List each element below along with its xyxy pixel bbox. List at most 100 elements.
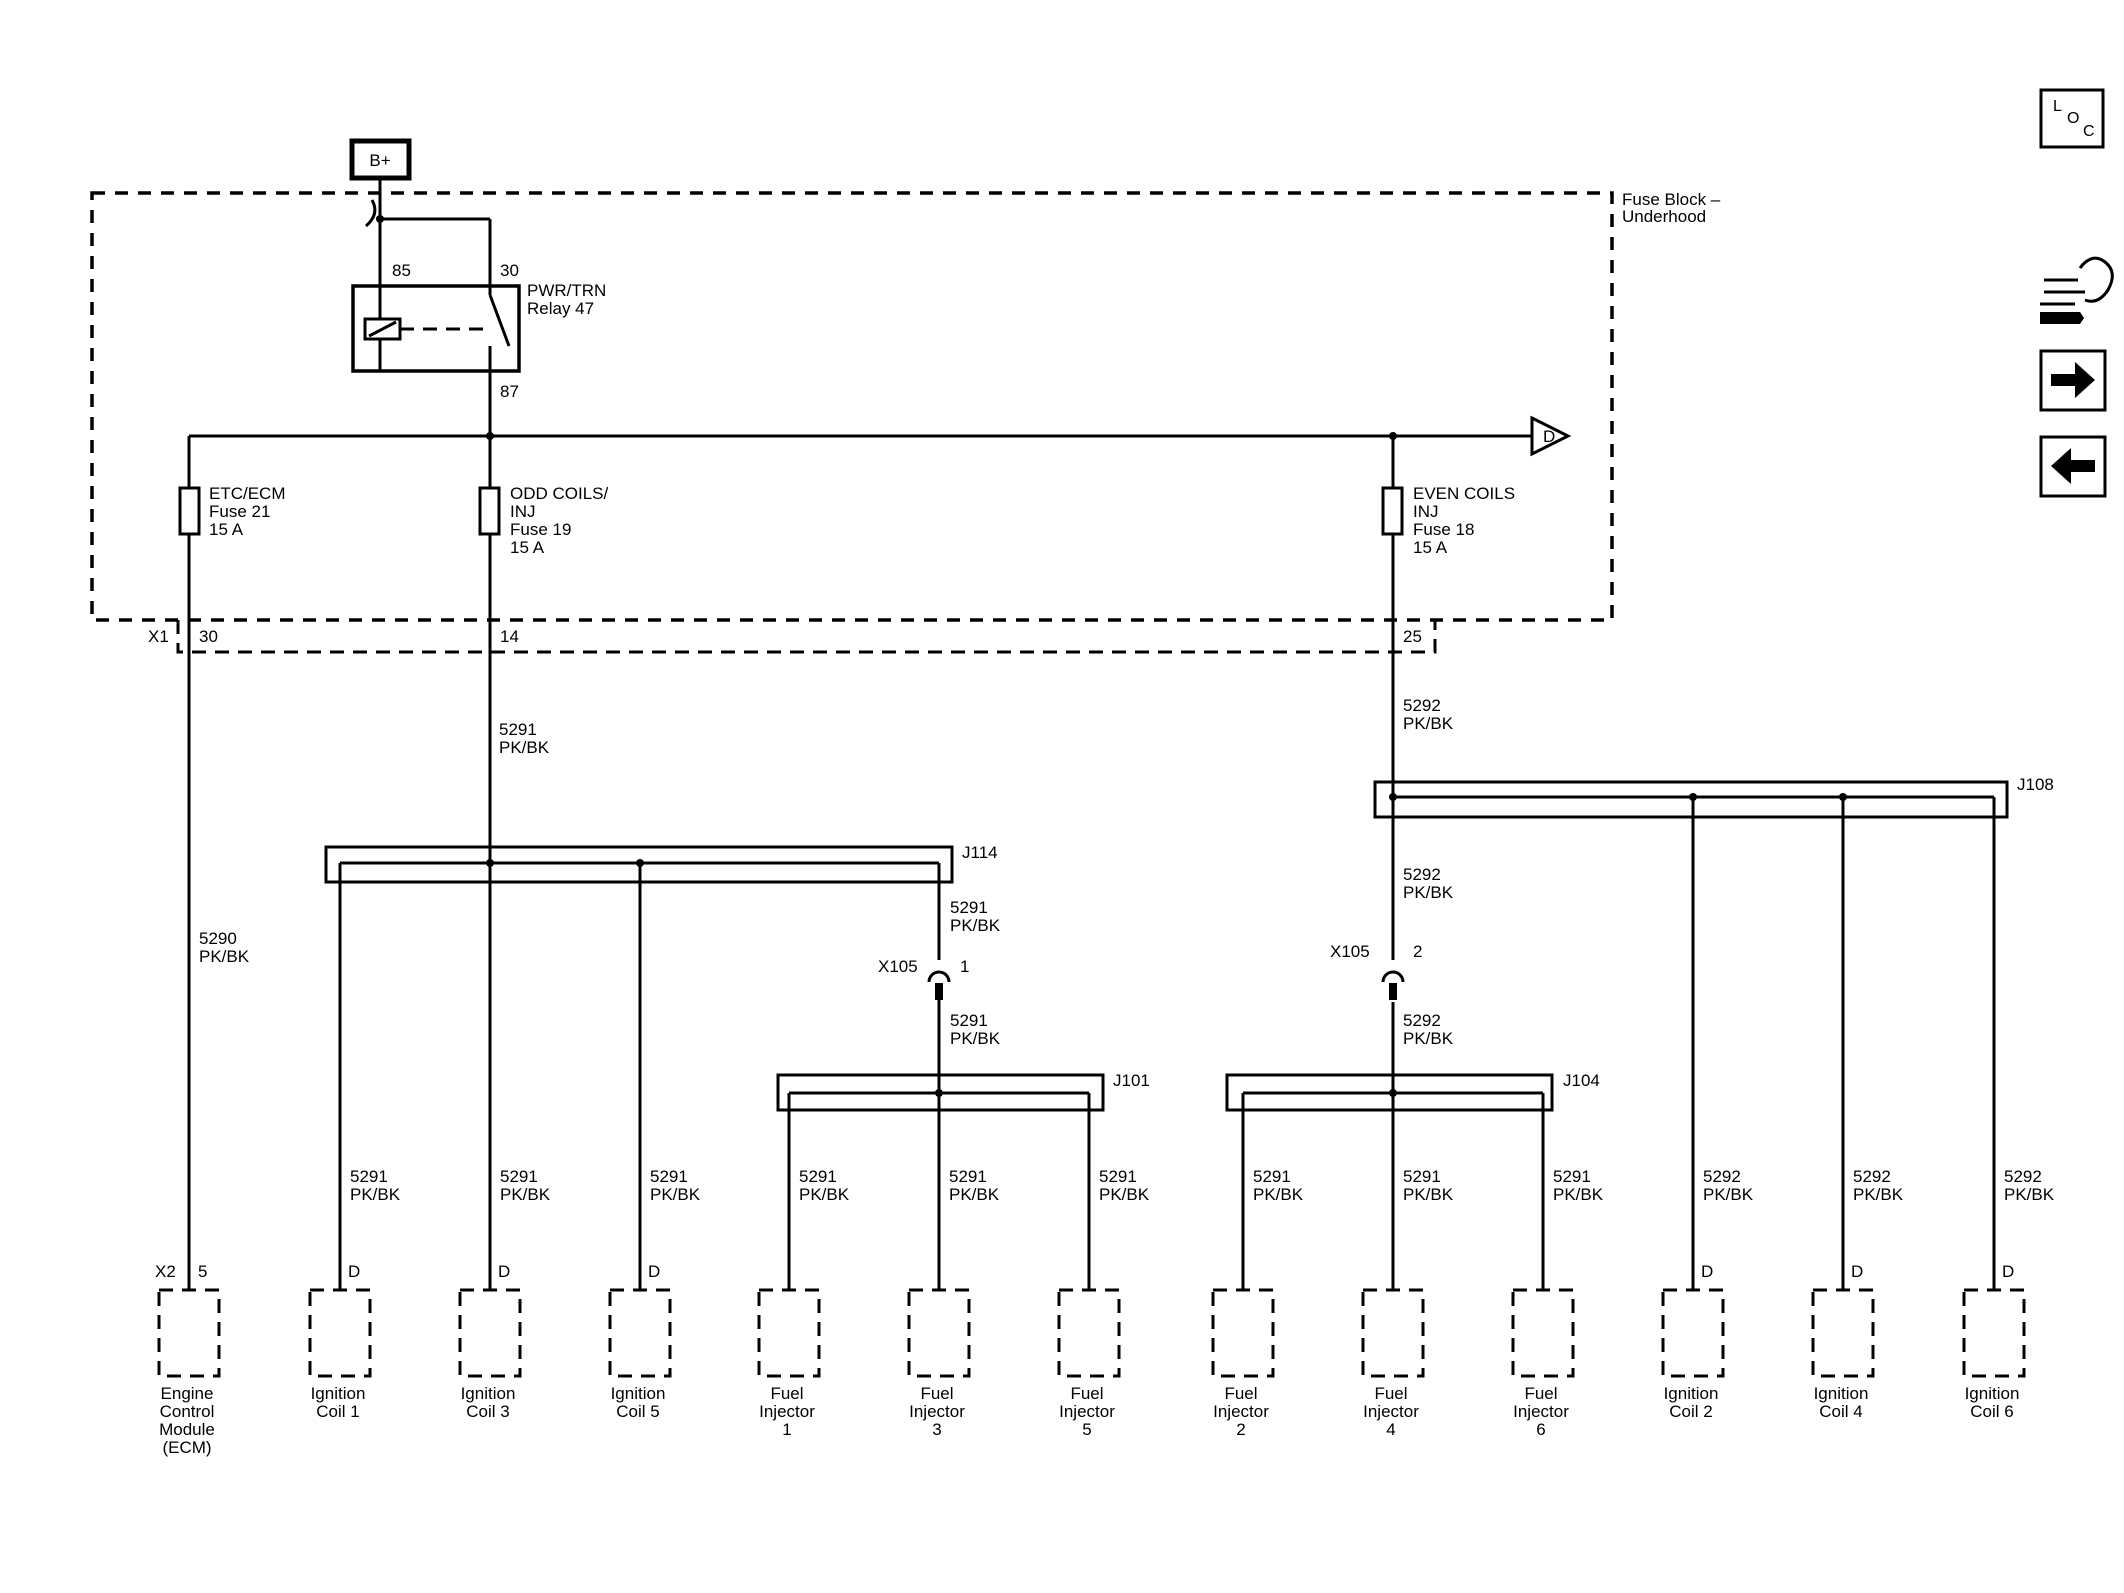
- component-box: [1211, 1288, 1275, 1378]
- fuse-21-line3: 15 A: [209, 520, 244, 539]
- wire-label-num: 5292: [1853, 1167, 1891, 1186]
- component-name-line: Ignition: [461, 1384, 516, 1403]
- component-name-line: 2: [1236, 1420, 1245, 1439]
- fuse-19-line1: ODD COILS/: [510, 484, 609, 503]
- branch-wire-labels: 5291PK/BK5291PK/BK5291PK/BK5291PK/BK5291…: [350, 1167, 2055, 1204]
- component-name-line: Control: [160, 1402, 215, 1421]
- component-box: [1661, 1288, 1725, 1378]
- loc-letter-l: L: [2053, 98, 2062, 115]
- wire-label-num: 5292: [1403, 1011, 1441, 1030]
- component-name-line: Ignition: [311, 1384, 366, 1403]
- component-locator-icon[interactable]: [2040, 256, 2114, 324]
- splice-j101: [776, 1073, 1105, 1290]
- component-name-line: Coil 3: [466, 1402, 509, 1421]
- splice-j114-label: J114: [962, 843, 998, 862]
- component-name-line: 6: [1536, 1420, 1545, 1439]
- fuse-19: [478, 486, 501, 536]
- offpage-connector-d-label: D: [1543, 427, 1555, 446]
- loc-letter-c: C: [2083, 123, 2095, 140]
- fuse-19-line3: Fuse 19: [510, 520, 571, 539]
- wire-label-color: PK/BK: [1253, 1185, 1304, 1204]
- wire-label-color: PK/BK: [1403, 714, 1454, 733]
- fuse-19-line2: INJ: [510, 502, 536, 521]
- component-box: [458, 1288, 522, 1378]
- fuse-19-line4: 15 A: [510, 538, 545, 557]
- wire-label-color: PK/BK: [1853, 1185, 1904, 1204]
- loc-button[interactable]: L O C: [2039, 88, 2105, 149]
- component-name-line: Coil 1: [316, 1402, 359, 1421]
- fuse-21: [178, 486, 201, 536]
- offpage-connector-d: [1530, 415, 1572, 457]
- component-box: [907, 1288, 971, 1378]
- x1-pin-25: 25: [1403, 627, 1422, 646]
- component-name-line: Injector: [909, 1402, 965, 1421]
- wire-label-color: PK/BK: [650, 1185, 701, 1204]
- component-name-line: Fuel: [1524, 1384, 1557, 1403]
- splice-j104: [1225, 1073, 1554, 1290]
- wire-label-num: 5291: [1253, 1167, 1291, 1186]
- component-name-line: 3: [932, 1420, 941, 1439]
- component-name-line: (ECM): [162, 1438, 211, 1457]
- connector-x2-label: X2: [155, 1262, 176, 1281]
- connector-x1-outline: [176, 620, 1437, 654]
- wire-label-color: PK/BK: [1403, 1185, 1454, 1204]
- pin-d-label: D: [648, 1262, 660, 1281]
- fuse-block-label-line1: Fuse Block –: [1622, 190, 1721, 209]
- fuse-18-line1: EVEN COILS: [1413, 484, 1515, 503]
- connector-x1-label: X1: [148, 627, 169, 646]
- component-name-line: Ignition: [1965, 1384, 2020, 1403]
- component-name-line: Injector: [1363, 1402, 1419, 1421]
- component-name-line: Coil 6: [1970, 1402, 2013, 1421]
- component-name-line: Coil 5: [616, 1402, 659, 1421]
- component-name-line: Injector: [1513, 1402, 1569, 1421]
- component-box: [1962, 1288, 2026, 1378]
- connector-x105-pin2: [1381, 960, 1405, 1002]
- component-box: [1361, 1288, 1425, 1378]
- wire-label-num: 5291: [650, 1167, 688, 1186]
- component-name-line: Engine: [161, 1384, 214, 1403]
- next-page-button[interactable]: [2039, 349, 2107, 412]
- connector-x105-pin1: [927, 970, 951, 1093]
- previous-page-arrow-icon: [2051, 448, 2095, 484]
- component-name-line: Coil 4: [1819, 1402, 1862, 1421]
- previous-page-button[interactable]: [2039, 435, 2107, 498]
- component-name-line: Ignition: [1664, 1384, 1719, 1403]
- x105-label: X105: [1330, 942, 1370, 961]
- wire-label-num: 5291: [949, 1167, 987, 1186]
- fuse-18-line4: 15 A: [1413, 538, 1448, 557]
- pin-d-label: D: [1701, 1262, 1713, 1281]
- fuse-21-line1: ETC/ECM: [209, 484, 286, 503]
- relay-name-line2: Relay 47: [527, 299, 594, 318]
- component-name-line: Fuel: [920, 1384, 953, 1403]
- wire-label-num: 5291: [499, 720, 537, 739]
- component-box: [608, 1288, 672, 1378]
- x105-label: X105: [878, 957, 918, 976]
- loc-letter-o: O: [2067, 110, 2079, 127]
- wire-label-num: 5292: [1403, 696, 1441, 715]
- component-name-line: Module: [159, 1420, 215, 1439]
- component-name-line: Ignition: [611, 1384, 666, 1403]
- component-name-line: 4: [1386, 1420, 1395, 1439]
- wire-label-color: PK/BK: [1703, 1185, 1754, 1204]
- component-name-line: Ignition: [1814, 1384, 1869, 1403]
- component-box: [157, 1288, 221, 1378]
- wire-label-num: 5292: [1703, 1167, 1741, 1186]
- wire-label-color: PK/BK: [499, 738, 550, 757]
- wire-label-num: 5291: [1099, 1167, 1137, 1186]
- splice-j104-label: J104: [1563, 1071, 1600, 1090]
- battery-positive-label: B+: [369, 151, 390, 170]
- component-name-line: Fuel: [770, 1384, 803, 1403]
- wire-label-color: PK/BK: [950, 1029, 1001, 1048]
- pin-d-label: D: [1851, 1262, 1863, 1281]
- component-name-line: Fuel: [1374, 1384, 1407, 1403]
